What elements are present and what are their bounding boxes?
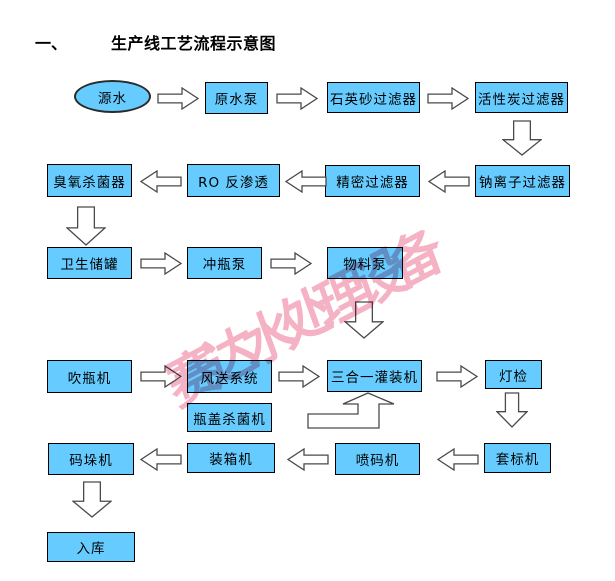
node-material-pump: 物料泵 bbox=[327, 247, 403, 279]
node-light-inspection: 灯检 bbox=[485, 360, 542, 389]
arrow-source-to-rawpump bbox=[157, 87, 199, 110]
arrow-inkjet-to-case bbox=[287, 448, 329, 471]
arrow-ozone-down bbox=[66, 206, 106, 246]
arrow-label-to-inkjet bbox=[437, 448, 479, 471]
node-case-packing-machine: 装箱机 bbox=[187, 443, 275, 473]
arrow-rawpump-to-quartz bbox=[276, 87, 318, 110]
arrow-material-down bbox=[344, 301, 384, 339]
node-ro-reverse-osmosis: RO 反渗透 bbox=[187, 164, 280, 197]
node-sleeve-labeling-machine: 套标机 bbox=[484, 443, 551, 473]
title-number: 一、 bbox=[35, 34, 68, 53]
arrow-carbon-down bbox=[502, 120, 542, 156]
node-cap-sterilizer: 瓶盖杀菌机 bbox=[187, 403, 272, 432]
node-activated-carbon-filter: 活性炭过滤器 bbox=[475, 82, 568, 113]
arrow-quartz-to-carbon bbox=[427, 87, 469, 110]
node-sodium-ion-filter: 钠离子过滤器 bbox=[475, 165, 570, 197]
node-quartz-sand-filter: 石英砂过滤器 bbox=[327, 82, 420, 113]
node-bottle-rinsing-pump: 冲瓶泵 bbox=[187, 247, 262, 279]
node-warehousing: 入库 bbox=[47, 532, 135, 562]
arrow-precision-to-ro bbox=[285, 170, 327, 193]
arrow-tank-to-rinse bbox=[140, 252, 182, 275]
node-three-in-one-filler: 三合一灌装机 bbox=[327, 360, 422, 392]
node-bottle-blowing-machine: 吹瓶机 bbox=[47, 360, 132, 393]
arrow-palletizer-down bbox=[72, 481, 112, 518]
node-palletizing-machine: 码垛机 bbox=[48, 443, 134, 475]
arrow-inspection-down bbox=[496, 392, 528, 428]
arrow-case-to-palletizer bbox=[140, 448, 182, 471]
node-air-conveying-system: 风送系统 bbox=[187, 360, 272, 393]
arrow-cap-sterilizer-to-filler-bent bbox=[307, 392, 395, 429]
arrow-ro-to-ozone bbox=[140, 170, 182, 193]
node-raw-water-pump: 原水泵 bbox=[205, 82, 268, 114]
arrow-rinse-to-material bbox=[270, 252, 312, 275]
arrow-sodium-to-precision bbox=[428, 170, 470, 193]
node-ozone-sterilizer: 臭氧杀菌器 bbox=[47, 164, 132, 197]
node-inkjet-coding-machine: 喷码机 bbox=[335, 443, 420, 475]
arrow-filler-to-inspection bbox=[436, 365, 478, 388]
title-text: 生产线工艺流程示意图 bbox=[111, 34, 277, 53]
node-source-water: 源水 bbox=[74, 80, 151, 113]
node-precision-filter: 精密过滤器 bbox=[325, 165, 420, 197]
node-sanitary-storage-tank: 卫生储罐 bbox=[47, 247, 132, 279]
arrow-blow-to-air bbox=[140, 365, 182, 388]
arrow-air-to-filler bbox=[278, 365, 320, 388]
